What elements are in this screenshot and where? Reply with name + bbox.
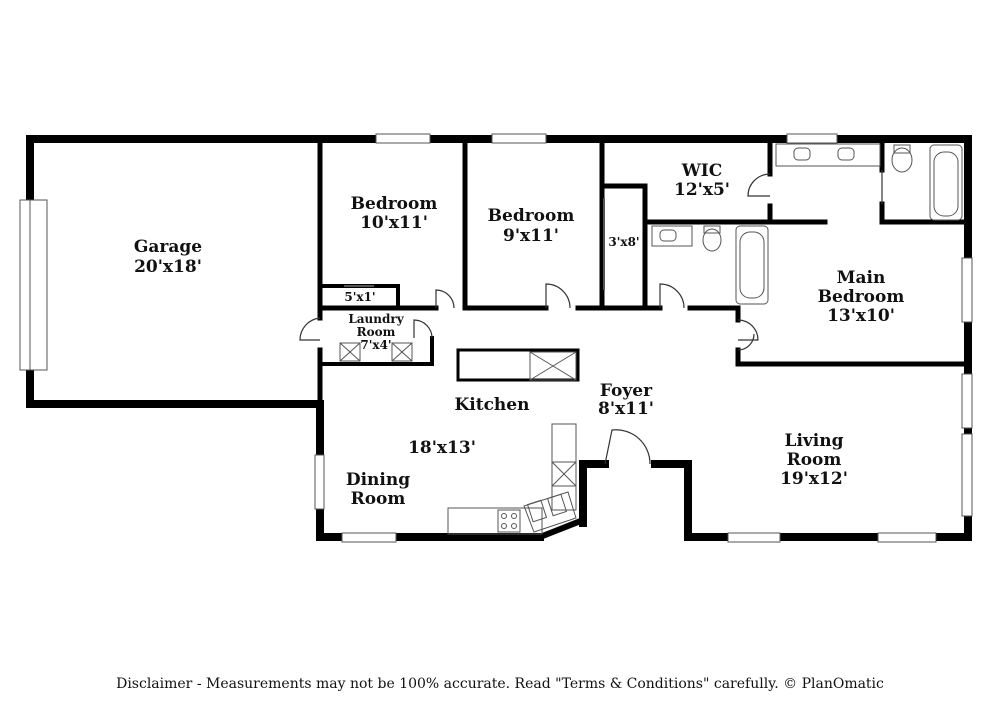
closet-5x1-size: 5'x1' (344, 290, 375, 304)
living-size: 19'x12' (780, 469, 848, 489)
garage-name: Garage (134, 237, 202, 257)
main-bedroom-line2: Bedroom (818, 287, 905, 307)
laundry-size: 7'x4' (360, 338, 391, 352)
wic-name: WIC (681, 161, 723, 181)
vanity-hall (651, 225, 693, 247)
bedroom2-name: Bedroom (488, 206, 575, 226)
kitchen-counter (551, 423, 577, 511)
bedroom1-name: Bedroom (351, 194, 438, 214)
main-bedroom-line1: Main (837, 268, 886, 288)
garage-size: 20'x18' (134, 257, 202, 277)
toilet-hall (702, 228, 722, 252)
stove (497, 509, 521, 533)
bedroom1-size: 10'x11' (360, 213, 428, 233)
living-line2: Room (787, 450, 842, 470)
disclaimer-text: Disclaimer - Measurements may not be 100… (116, 676, 884, 692)
fridge (529, 351, 577, 381)
toilet-main (891, 147, 913, 173)
living-line1: Living (785, 431, 844, 451)
doors (299, 170, 883, 465)
fixtures (339, 143, 963, 535)
closet-3x8-size: 3'x8' (608, 235, 639, 249)
laundry-line2: Room (357, 325, 396, 339)
counter-bottom (447, 507, 543, 535)
laundry-line1: Laundry (348, 312, 404, 326)
room-labels: Garage 20'x18' Bedroom 10'x11' Bedroom 9… (134, 161, 904, 509)
kitchen-size: 18'x13' (408, 438, 476, 458)
kitchen-name: Kitchen (455, 395, 530, 415)
dining-line1: Dining (346, 470, 410, 490)
windows (19, 133, 973, 543)
foyer-size: 8'x11' (598, 399, 654, 419)
dining-line2: Room (351, 489, 406, 509)
washer (339, 342, 361, 362)
bathtub-main (929, 144, 963, 221)
foyer-name: Foyer (600, 381, 653, 401)
main-bedroom-size: 13'x10' (827, 306, 895, 326)
vanity-main (775, 143, 881, 167)
bedroom2-size: 9'x11' (503, 226, 559, 246)
wic-size: 12'x5' (674, 180, 730, 200)
dryer (391, 342, 413, 362)
bathtub-hall (735, 225, 769, 305)
